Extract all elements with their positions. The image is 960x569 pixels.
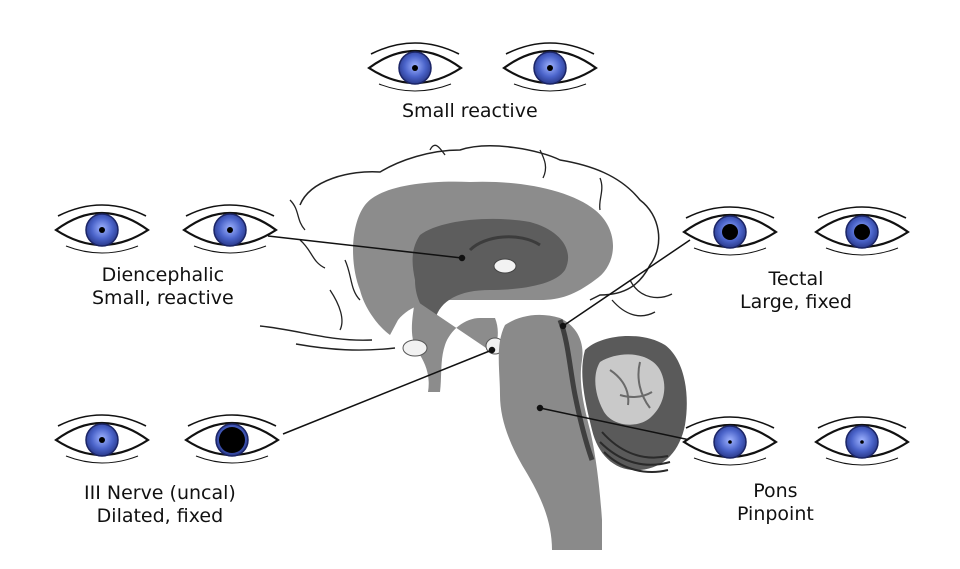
label-pons-line2: Pinpoint bbox=[737, 503, 814, 526]
label-pons-line1: Pons bbox=[737, 480, 814, 503]
interthalamic-adhesion bbox=[494, 259, 516, 273]
eye-tectal-left bbox=[684, 207, 776, 255]
label-tectal-line1: Tectal bbox=[740, 268, 852, 291]
eye-third-nerve-left bbox=[56, 415, 148, 463]
label-diencephalic-line1: Diencephalic bbox=[92, 264, 234, 287]
label-third-nerve-line2: Dilated, fixed bbox=[84, 505, 236, 528]
pointer-third-nerve bbox=[283, 350, 492, 434]
brain-sagittal-section bbox=[260, 145, 687, 550]
label-diencephalic-line2: Small, reactive bbox=[92, 287, 234, 310]
label-tectal-line2: Large, fixed bbox=[740, 291, 852, 314]
eye-pons-right bbox=[816, 417, 908, 465]
eye-top-right bbox=[504, 43, 596, 91]
label-pons: Pons Pinpoint bbox=[737, 480, 814, 526]
eye-top-left bbox=[369, 43, 461, 91]
label-top: Small reactive bbox=[402, 100, 538, 123]
label-tectal: Tectal Large, fixed bbox=[740, 268, 852, 314]
label-top-line1: Small reactive bbox=[402, 100, 538, 123]
label-third-nerve-line1: III Nerve (uncal) bbox=[84, 482, 236, 505]
hypothalamus bbox=[403, 340, 427, 356]
label-diencephalic: Diencephalic Small, reactive bbox=[92, 264, 234, 310]
eye-third-nerve-right bbox=[186, 415, 278, 463]
eye-diencephalic-right bbox=[184, 205, 276, 253]
eye-tectal-right bbox=[816, 207, 908, 255]
cerebellum bbox=[582, 336, 687, 472]
thalamus-region bbox=[413, 219, 569, 320]
eye-diencephalic-left bbox=[56, 205, 148, 253]
label-third-nerve: III Nerve (uncal) Dilated, fixed bbox=[84, 482, 236, 528]
eye-pons-left bbox=[684, 417, 776, 465]
